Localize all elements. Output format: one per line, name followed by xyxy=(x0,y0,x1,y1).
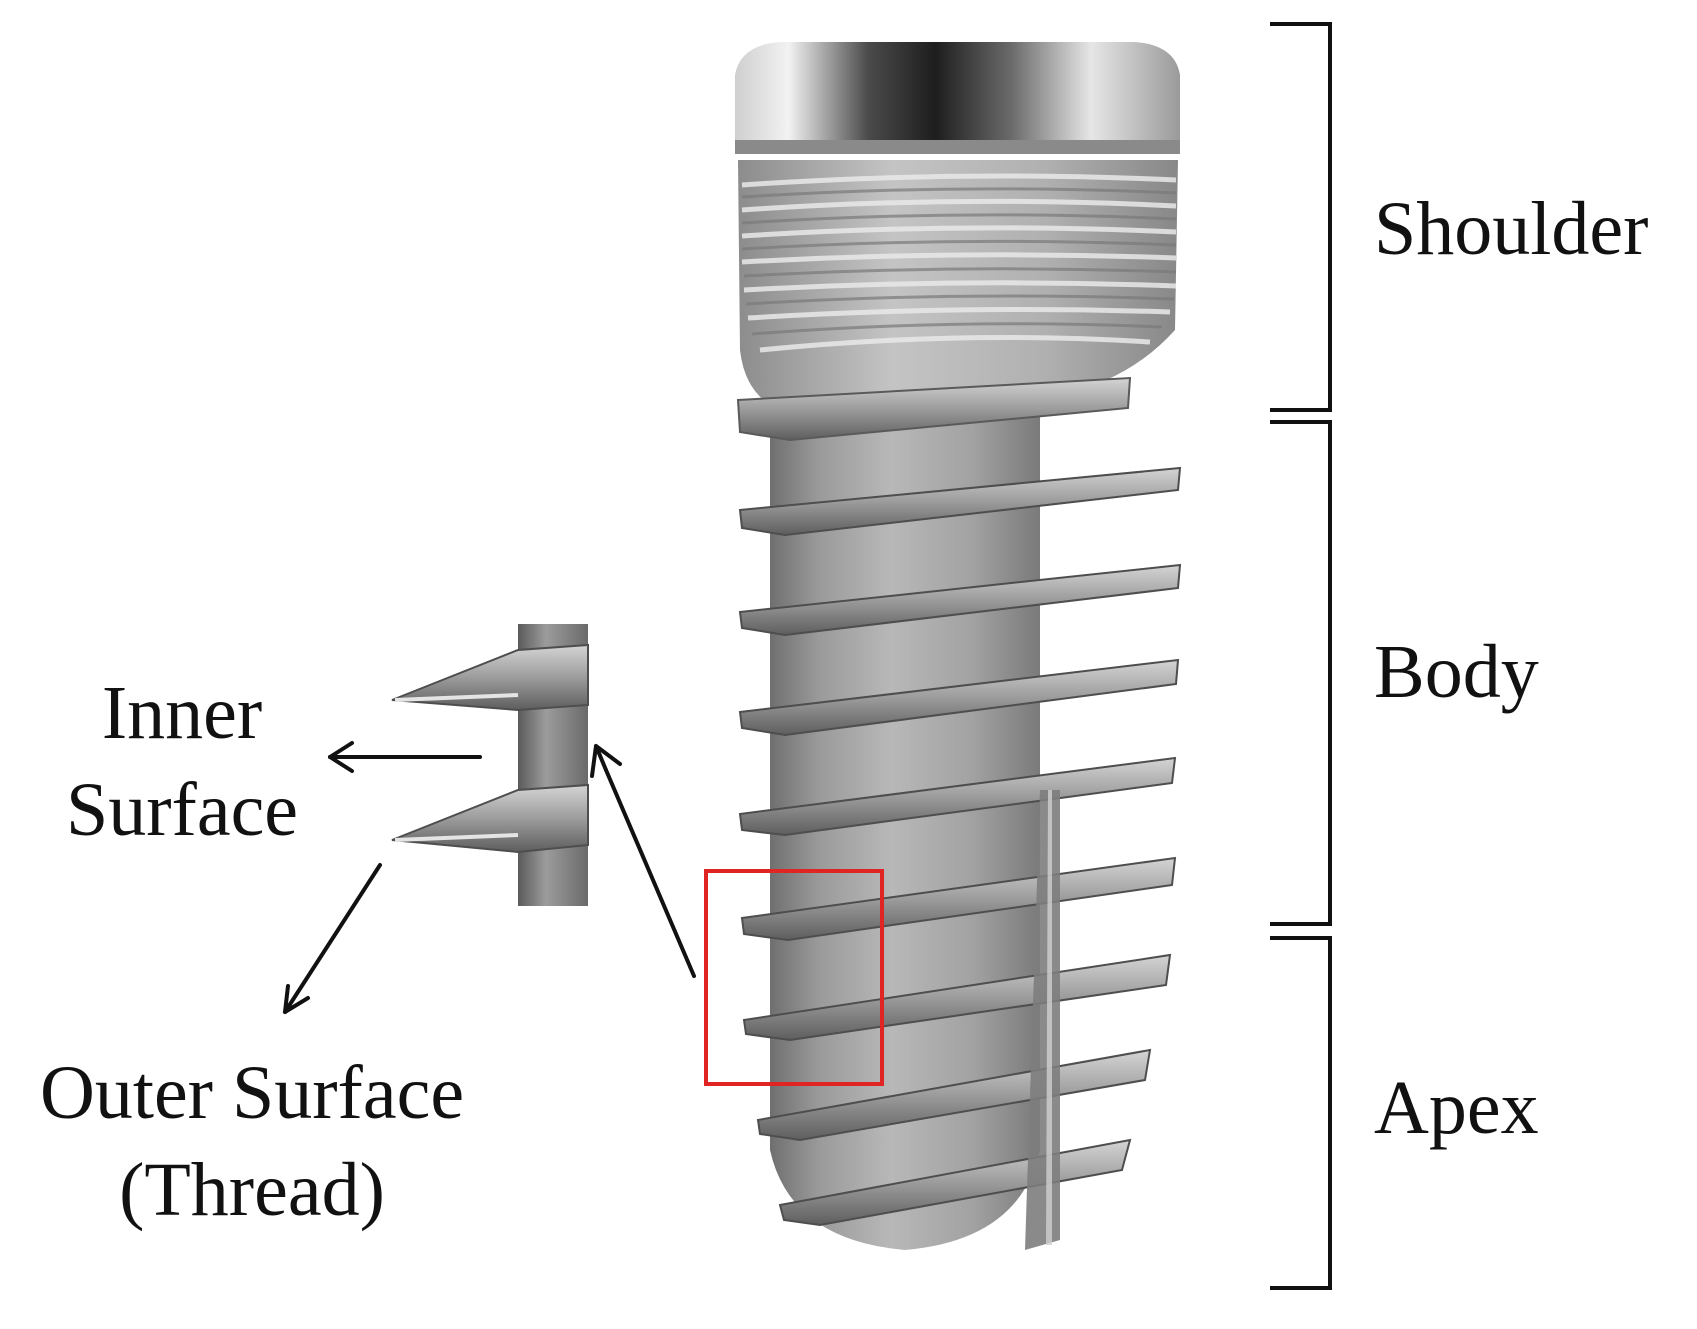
region-brackets xyxy=(1270,22,1332,1290)
arrows xyxy=(283,741,696,1014)
label-shoulder: Shoulder xyxy=(1374,187,1648,271)
label-body: Body xyxy=(1374,630,1539,714)
highlight-box xyxy=(704,869,884,1086)
thread-ring xyxy=(736,376,1132,442)
inset-thread-lower xyxy=(391,783,589,854)
shoulder-microthreads xyxy=(741,173,1177,353)
label-inner-line2: Surface xyxy=(66,768,298,852)
inset-thread-detail xyxy=(391,624,589,906)
label-outer-line2: (Thread) xyxy=(119,1148,385,1232)
label-inner-line1: Inner xyxy=(102,671,262,755)
arrow-to-outer-surface xyxy=(283,863,382,1014)
arrow-box-to-inset xyxy=(604,768,696,978)
bracket-body xyxy=(1270,420,1332,926)
implant-collar xyxy=(735,42,1180,150)
bracket-shoulder xyxy=(1270,22,1332,412)
implant xyxy=(735,42,1182,1250)
label-apex: Apex xyxy=(1374,1066,1539,1150)
label-outer-line1: Outer Surface xyxy=(40,1051,464,1135)
inset-thread-upper xyxy=(391,643,589,712)
bracket-apex xyxy=(1270,936,1332,1290)
